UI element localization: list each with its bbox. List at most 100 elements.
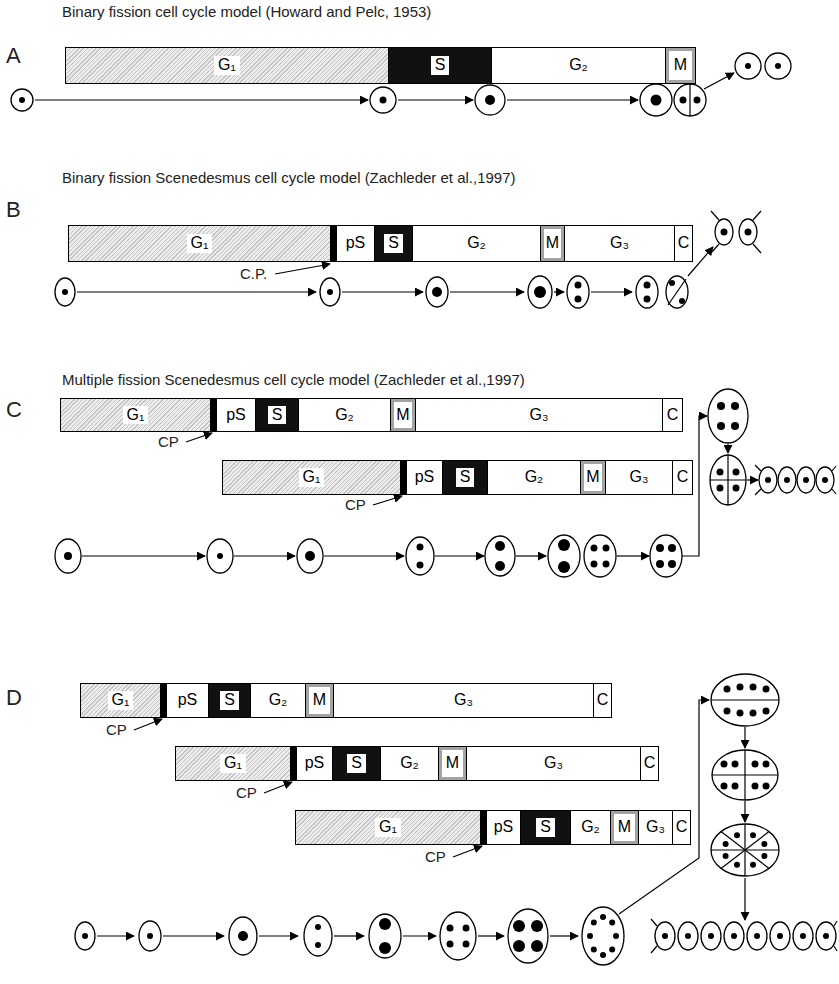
cell	[711, 674, 779, 726]
nucleus	[724, 708, 731, 715]
cp-label: CP	[236, 785, 257, 802]
phase-box: pS	[296, 746, 333, 781]
cell	[816, 467, 834, 493]
nucleus	[737, 684, 744, 691]
cell	[567, 276, 589, 308]
phase-label: C	[667, 407, 679, 424]
nucleus	[737, 710, 744, 717]
nucleus	[723, 841, 729, 847]
cell-arrow	[334, 935, 364, 936]
cell	[320, 278, 340, 306]
cell	[712, 750, 778, 800]
nucleus	[761, 841, 767, 847]
nucleus	[305, 551, 315, 561]
division-line	[711, 244, 719, 253]
cell	[440, 912, 476, 960]
nucleus	[721, 229, 728, 236]
phase-box: S	[208, 683, 251, 718]
nucleus	[238, 931, 248, 941]
cell	[369, 914, 401, 958]
cell	[793, 922, 813, 950]
cell	[11, 89, 33, 111]
division-line	[651, 946, 657, 953]
phase-box: G₁	[60, 398, 211, 432]
nucleus	[724, 686, 731, 693]
nucleus	[723, 853, 729, 859]
cell	[370, 87, 396, 113]
nucleus	[679, 298, 685, 304]
nucleus	[761, 853, 767, 859]
cp-leader	[373, 496, 402, 505]
phase-box: C	[640, 746, 659, 781]
cell-arrow	[617, 555, 649, 556]
cell	[655, 922, 675, 950]
phase-box: M	[610, 810, 639, 845]
division-line	[832, 489, 836, 494]
phase-box: G₁	[295, 810, 481, 845]
panel-letter: D	[6, 686, 22, 710]
cell	[678, 922, 698, 950]
phase-label: S	[347, 754, 366, 773]
nucleus	[763, 686, 770, 693]
nucleus	[662, 933, 668, 939]
nucleus	[822, 477, 828, 483]
cell-arrow	[744, 727, 745, 748]
division-line	[832, 466, 836, 471]
division-line	[755, 465, 761, 471]
phase-box: G₁	[65, 47, 389, 84]
phase-label: S	[456, 468, 475, 487]
cell-arrow	[619, 700, 709, 914]
nucleus	[651, 95, 662, 106]
phase-label: pS	[415, 469, 435, 486]
cell-arrow	[435, 555, 484, 556]
nucleus	[575, 296, 582, 303]
cell	[55, 539, 81, 573]
nucleus	[447, 925, 454, 932]
nucleus	[591, 946, 597, 952]
phase-box: M	[580, 460, 606, 495]
nucleus	[823, 933, 829, 939]
phase-box: G₃	[564, 225, 675, 262]
nucleus	[721, 761, 728, 768]
cell	[582, 907, 624, 965]
nucleus	[315, 924, 321, 930]
phase-box: S	[442, 460, 488, 495]
nucleus	[485, 95, 495, 105]
nucleus	[717, 485, 724, 492]
nucleus	[644, 296, 651, 303]
phase-box: M	[438, 746, 467, 781]
division-line	[711, 211, 719, 220]
nucleus	[447, 941, 454, 948]
cell	[406, 537, 434, 575]
phase-box: S	[388, 47, 492, 84]
division-line	[651, 919, 657, 926]
cp-leader	[134, 264, 482, 857]
division-line	[689, 84, 690, 116]
phase-box: S	[332, 746, 381, 781]
nucleus	[379, 918, 391, 930]
nucleus	[717, 422, 725, 430]
cell-arrow	[744, 801, 745, 822]
cell	[229, 917, 257, 955]
nucleus	[609, 946, 615, 952]
cp-leader	[134, 719, 162, 730]
phase-box: M	[305, 683, 334, 718]
nucleus	[531, 940, 543, 952]
phase-box: G₁	[80, 683, 161, 718]
phase-label: S	[536, 818, 555, 837]
phase-label: C	[677, 469, 689, 486]
nucleus	[777, 933, 783, 939]
division-line	[651, 84, 837, 953]
cell	[715, 219, 733, 245]
cell-arrow	[550, 935, 578, 936]
panel-letter: B	[6, 198, 21, 222]
nucleus	[731, 422, 739, 430]
cell-arrow	[507, 99, 638, 100]
cell	[759, 467, 777, 493]
cell-arrow	[450, 291, 524, 292]
phase-label: M	[586, 469, 599, 486]
phase-box: C	[662, 398, 683, 432]
cp-label: CP	[158, 434, 179, 451]
nucleus	[775, 63, 781, 69]
cell	[701, 922, 721, 950]
